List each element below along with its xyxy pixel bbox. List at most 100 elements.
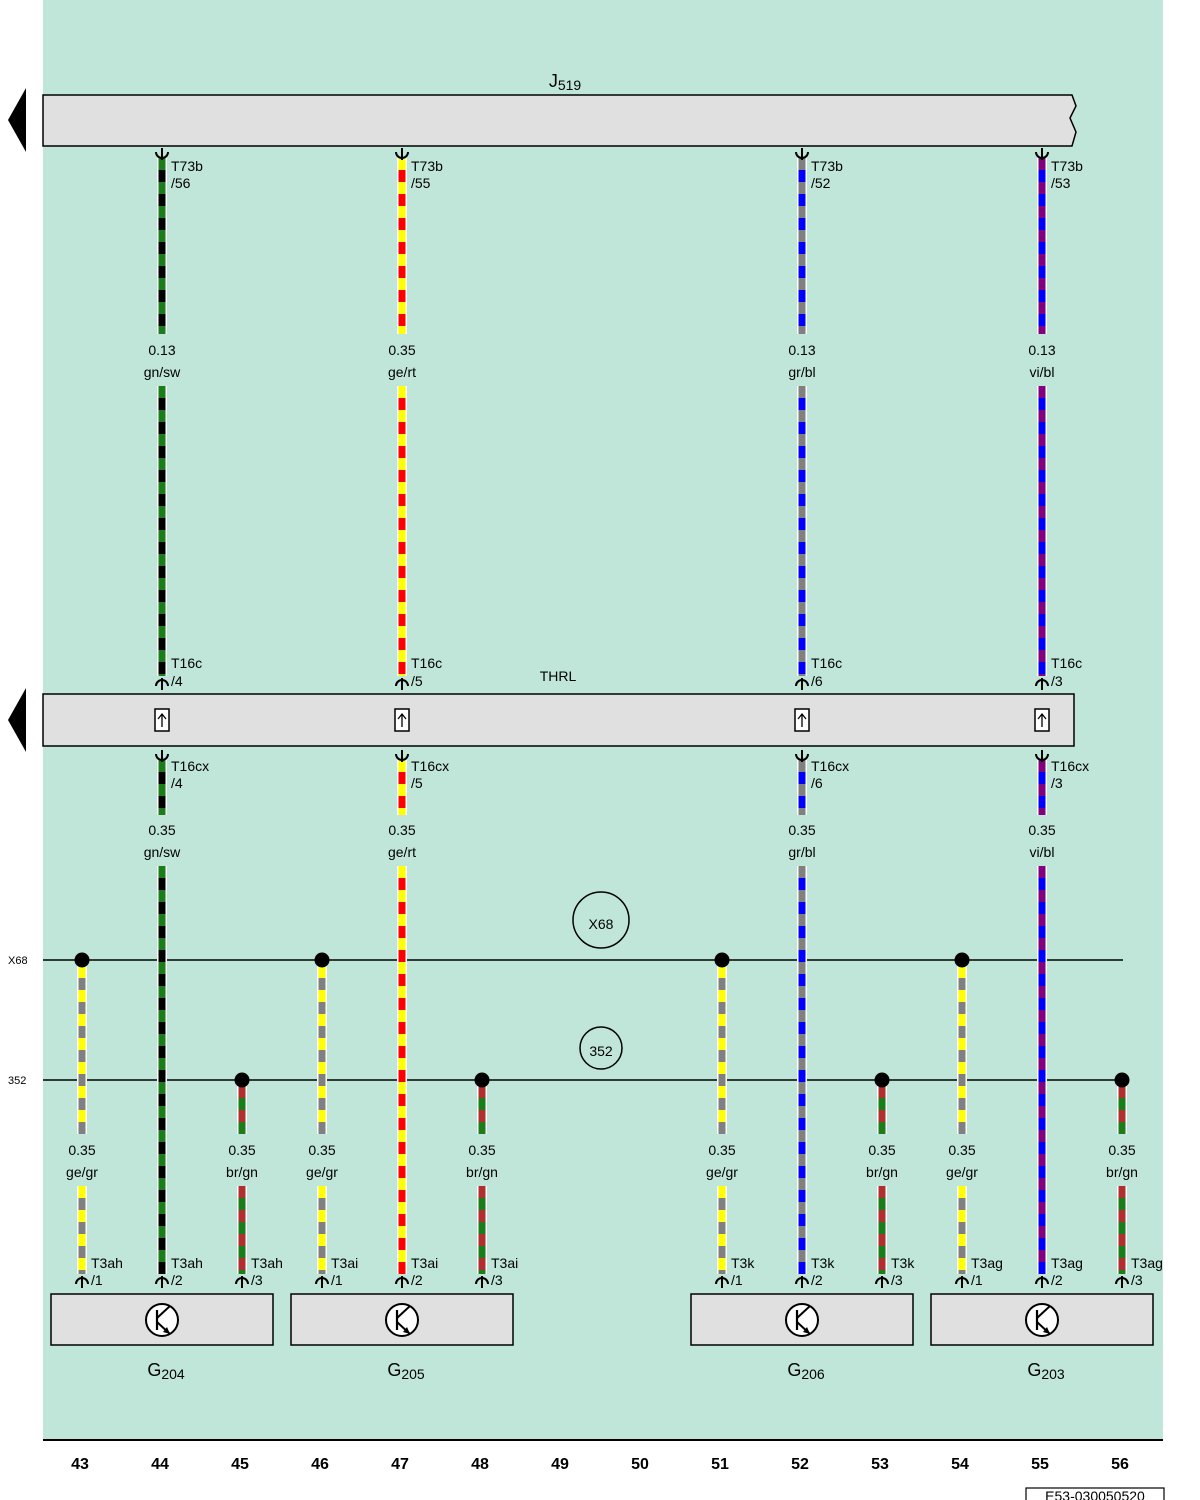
trunk-wire-4-upper-band bbox=[1038, 242, 1046, 254]
branch-wire-7-junction bbox=[954, 952, 970, 968]
trunk-wire-4-bottom-band bbox=[1038, 1094, 1046, 1106]
branch-wire-3-lower bbox=[317, 1186, 327, 1274]
trunk-wire-1-bottom-band bbox=[158, 1166, 166, 1178]
trunk-wire-1-middle-base bbox=[158, 386, 166, 676]
branch-wire-4-lower-band bbox=[478, 1222, 486, 1234]
trunk-wire-4-middle-band bbox=[1038, 566, 1046, 578]
trunk-wire-3-middle-band bbox=[798, 614, 806, 626]
trunk-wire-4-upper-band bbox=[1038, 314, 1046, 326]
trunk-wire-2-lower bbox=[397, 760, 407, 815]
trunk-wire-2-bottom bbox=[397, 866, 407, 1274]
branch-wire-7-lower-band bbox=[958, 1222, 966, 1234]
branch-wire-2-lower-band bbox=[238, 1222, 246, 1234]
sensor-g205-label: G205 bbox=[387, 1360, 425, 1382]
branch-wire-5-upper bbox=[717, 966, 727, 1134]
trunk-wire-4-lower-size: 0.35 bbox=[1028, 822, 1055, 838]
trunk-wire-2-middle-band bbox=[398, 638, 406, 650]
trunk-wire-3-bottom-connector-pin: /2 bbox=[811, 1272, 823, 1288]
branch-wire-5-upper-band bbox=[718, 1026, 726, 1038]
trunk-wire-3-upper bbox=[797, 158, 807, 334]
trunk-wire-4-upper bbox=[1037, 158, 1047, 334]
trunk-wire-3-middle-band bbox=[798, 542, 806, 554]
trunk-wire-4-upper-band bbox=[1038, 218, 1046, 230]
trunk-wire-1-upper-band bbox=[158, 218, 166, 230]
branch-wire-4-color: br/gn bbox=[466, 1164, 498, 1180]
trunk-wire-3-bottom-band bbox=[798, 1022, 806, 1034]
trunk-wire-4-mid-connector-pin: /3 bbox=[1051, 673, 1063, 689]
trunk-wire-2-middle-band bbox=[398, 446, 406, 458]
trunk-wire-3-lower-band bbox=[798, 796, 806, 808]
sensor-g204-transistor-arrow bbox=[163, 1327, 170, 1334]
branch-wire-4-lower-band bbox=[478, 1270, 486, 1274]
trunk-wire-2-bottom-band bbox=[398, 1094, 406, 1106]
branch-wire-1-lower-band bbox=[78, 1198, 86, 1210]
branch-wire-4-connector-name: T3ai bbox=[491, 1255, 518, 1271]
trunk-wire-3-bottom-band bbox=[798, 1214, 806, 1226]
trunk-wire-4-low-connector-name: T16cx bbox=[1051, 758, 1089, 774]
module-thrl-box bbox=[42, 693, 1075, 747]
sensor-g204-transistor-circle bbox=[145, 1303, 179, 1337]
trunk-wire-2-bottom-band bbox=[398, 998, 406, 1010]
branch-wire-2-connector-name: T3ah bbox=[251, 1255, 283, 1271]
sensor-g205-transistor-arrow bbox=[403, 1327, 410, 1334]
branch-wire-7-lower-band bbox=[958, 1198, 966, 1210]
trunk-wire-2-middle-band bbox=[398, 422, 406, 434]
trunk-wire-3-top-connector-name: T73b bbox=[811, 158, 843, 174]
branch-wire-7-lower bbox=[957, 1186, 967, 1274]
trunk-wire-2-middle-band bbox=[398, 494, 406, 506]
trunk-wire-3-mid-connector-pin: /6 bbox=[811, 673, 823, 689]
trunk-wire-3-lower-color: gr/bl bbox=[788, 844, 815, 860]
trunk-wire-1-bottom-band bbox=[158, 902, 166, 914]
branch-wire-1-upper-band bbox=[78, 1098, 86, 1110]
column-number-56: 56 bbox=[1111, 1456, 1129, 1473]
branch-wire-4-lower-band bbox=[478, 1246, 486, 1258]
reference-code-label: E53-030050520 bbox=[1045, 1488, 1145, 1500]
branch-wire-6-upper-band bbox=[878, 1122, 886, 1134]
branch-wire-1-upper-band bbox=[78, 1074, 86, 1086]
branch-wire-7-connector-name: T3ag bbox=[971, 1255, 1003, 1271]
branch-wire-5-upper-band bbox=[718, 1050, 726, 1062]
branch-wire-8-lower-band bbox=[1118, 1246, 1126, 1258]
trunk-wire-2-middle-band bbox=[398, 566, 406, 578]
trunk-wire-1-bottom-connector-pin: /2 bbox=[171, 1272, 183, 1288]
trunk-wire-1-bottom-band bbox=[158, 1238, 166, 1250]
column-number-46: 46 bbox=[311, 1456, 329, 1473]
trunk-wire-1-lower-size: 0.35 bbox=[148, 822, 175, 838]
trunk-wire-3-bottom-band bbox=[798, 1094, 806, 1106]
trunk-wire-3-middle-band bbox=[798, 518, 806, 530]
trunk-wire-4-bottom-band bbox=[1038, 950, 1046, 962]
branch-wire-1-size: 0.35 bbox=[68, 1142, 95, 1158]
sensor-g206-transistor-collector bbox=[796, 1305, 811, 1319]
ground-side-label-x68: X68 bbox=[8, 955, 28, 967]
trunk-wire-4-bottom bbox=[1037, 866, 1047, 1274]
trunk-wire-3-upper-band bbox=[798, 194, 806, 206]
trunk-wire-2-bottom-band bbox=[398, 1118, 406, 1130]
trunk-wire-2-lower-size: 0.35 bbox=[388, 822, 415, 838]
trunk-wire-4-upper-size: 0.13 bbox=[1028, 342, 1055, 358]
branch-wire-4-lower-band bbox=[478, 1198, 486, 1210]
sensor-g204-transistor-collector bbox=[156, 1305, 171, 1319]
trunk-wire-2-middle bbox=[397, 386, 407, 676]
wire-layer bbox=[43, 158, 1127, 1274]
branch-wire-3-lower-band bbox=[318, 1270, 326, 1274]
trunk-wire-3-middle-band bbox=[798, 638, 806, 650]
branch-wire-1-junction bbox=[74, 952, 90, 968]
trunk-wire-3-bottom-band bbox=[798, 950, 806, 962]
branch-wire-7-lower-band bbox=[958, 1270, 966, 1274]
label-layer: J519THRLX68352X68352T73b/560.13gn/swT16c… bbox=[8, 71, 1163, 1500]
trunk-wire-4-middle-band bbox=[1038, 470, 1046, 482]
trunk-wire-4-bottom-band bbox=[1038, 1070, 1046, 1082]
branch-wire-3-upper-band bbox=[318, 1050, 326, 1062]
trunk-wire-2-lower-band bbox=[398, 796, 406, 808]
trunk-wire-4-bottom-band bbox=[1038, 1166, 1046, 1178]
branch-wire-7-size: 0.35 bbox=[948, 1142, 975, 1158]
branch-wire-2-upper-band bbox=[238, 1098, 246, 1110]
sensor-g203-transistor-circle bbox=[1025, 1303, 1059, 1337]
trunk-wire-1-upper-band bbox=[158, 266, 166, 278]
trunk-wire-2-mid-connector-pin: /5 bbox=[411, 673, 423, 689]
trunk-wire-3-low-connector-name: T16cx bbox=[811, 758, 849, 774]
trunk-wire-4-bottom-band bbox=[1038, 1118, 1046, 1130]
branch-wire-3-connector-name: T3ai bbox=[331, 1255, 358, 1271]
branch-wire-7-upper-band bbox=[958, 1122, 966, 1134]
sensor-g206-label: G206 bbox=[787, 1360, 825, 1382]
